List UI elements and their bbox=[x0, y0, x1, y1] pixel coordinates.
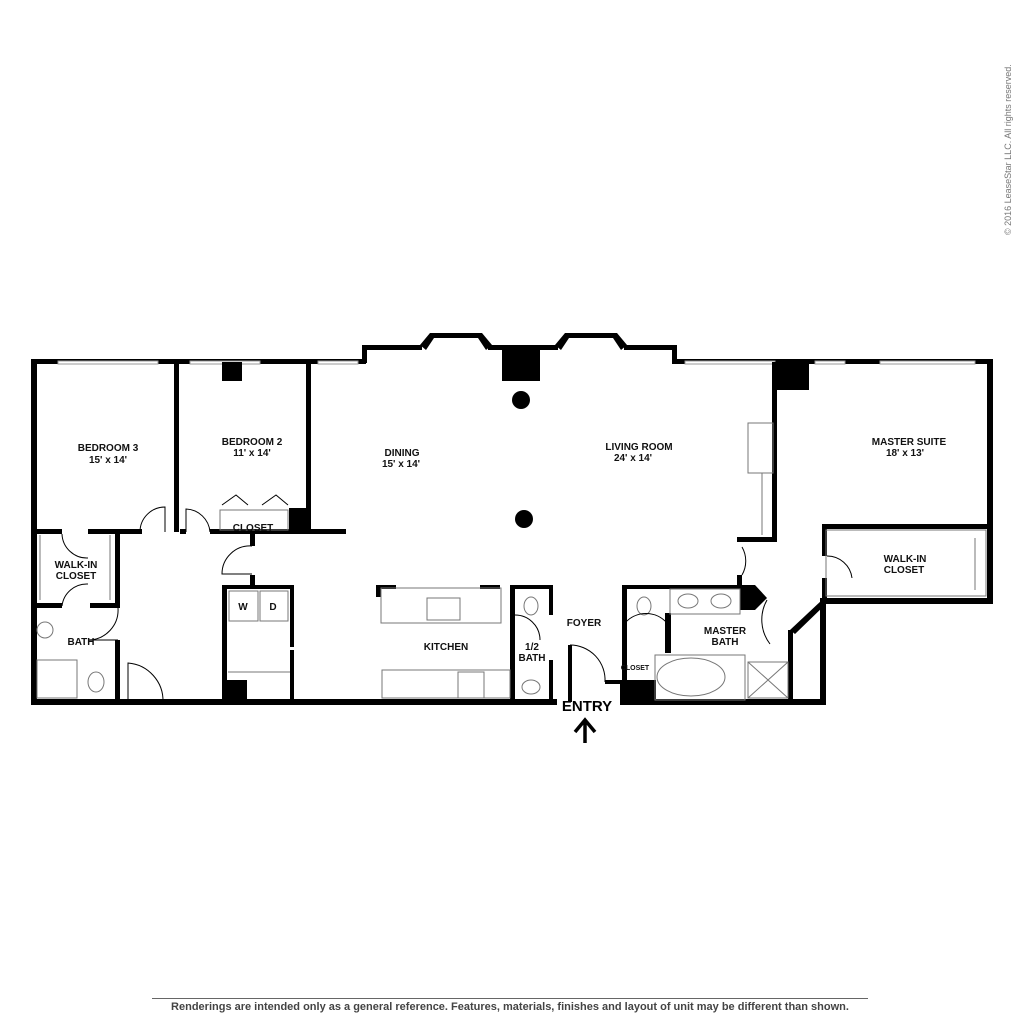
walkin-closet-left-label-2: CLOSET bbox=[56, 571, 97, 582]
kitchen-label: KITCHEN bbox=[424, 642, 468, 653]
copyright-notice: © 2016 LeaseStar LLC. All rights reserve… bbox=[1003, 64, 1013, 235]
foyer-closet-label: CLOSET bbox=[621, 665, 650, 672]
dryer-label: D bbox=[269, 602, 276, 613]
room-name-master-suite: MASTER SUITE bbox=[872, 437, 947, 448]
room-size-master-suite: 18' x 13' bbox=[886, 448, 924, 459]
closet-label: CLOSET bbox=[233, 523, 274, 534]
room-labels: BEDROOM 3 15' x 14' BEDROOM 2 11' x 14' … bbox=[55, 437, 947, 743]
bath-label: BATH bbox=[67, 637, 94, 648]
room-name-bedroom-3: BEDROOM 3 bbox=[78, 443, 139, 454]
half-bath-label-1: 1/2 bbox=[525, 642, 539, 653]
master-bath-label-2: BATH bbox=[711, 637, 738, 648]
walkin-closet-right-label-2: CLOSET bbox=[884, 565, 925, 576]
foyer-label: FOYER bbox=[567, 618, 602, 629]
fixtures bbox=[36, 422, 987, 701]
room-size-dining: 15' x 14' bbox=[382, 459, 420, 470]
room-name-living: LIVING ROOM bbox=[605, 442, 672, 453]
washer-label: W bbox=[238, 602, 248, 613]
columns bbox=[222, 347, 809, 702]
entry-label: ENTRY bbox=[562, 698, 612, 715]
room-size-bedroom-2: 11' x 14' bbox=[233, 448, 271, 459]
room-name-bedroom-2: BEDROOM 2 bbox=[222, 437, 283, 448]
master-bath-label-1: MASTER bbox=[704, 626, 747, 637]
room-size-bedroom-3: 15' x 14' bbox=[89, 455, 127, 466]
room-size-living: 24' x 14' bbox=[614, 453, 652, 464]
walkin-closet-right-label-1: WALK-IN bbox=[884, 554, 927, 565]
half-bath-label-2: BATH bbox=[518, 653, 545, 664]
disclaimer-text: Renderings are intended only as a genera… bbox=[152, 998, 868, 1013]
room-name-dining: DINING bbox=[385, 448, 420, 459]
arrow-up-icon bbox=[573, 717, 597, 743]
doors bbox=[61, 506, 853, 703]
walkin-closet-left-label-1: WALK-IN bbox=[55, 560, 98, 571]
interior-walls bbox=[32, 362, 992, 702]
